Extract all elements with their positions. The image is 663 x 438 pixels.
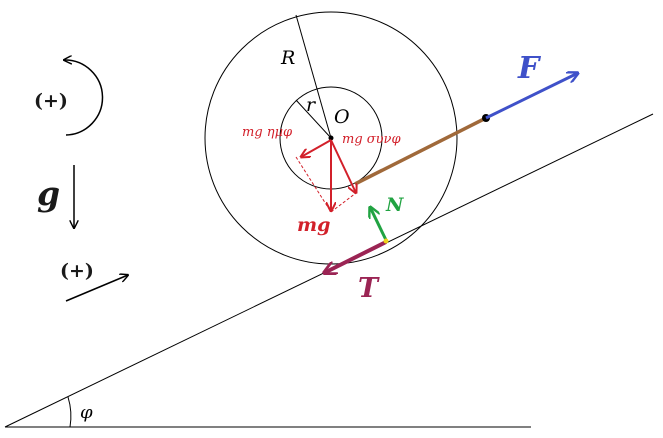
force-F-arrow [485,73,578,120]
label-phi: φ [80,402,93,423]
label-R: R [280,47,295,69]
angle-arc [67,396,72,428]
label-T: T [358,273,380,304]
radius-r-line [295,99,332,139]
center-point [328,135,334,141]
label-mg-cos: mg συνφ [342,132,401,147]
normal-N-arrow [370,207,388,241]
mg-sin-arrow [301,139,332,157]
mg-cos-arrow [330,139,356,193]
label-g: g [37,174,60,213]
rotation-sense-arrow [64,60,104,136]
rope [354,116,487,186]
label-mg: mg [297,214,330,236]
label-O: O [334,106,350,128]
mg-sin-dashed-guide [330,192,357,213]
translation-sense-arrow [65,275,128,302]
label-r: r [306,94,317,116]
friction-T-arrow [324,240,387,273]
label-plus-rotation: (+) [34,90,68,112]
label-plus-translation: (+) [60,260,94,282]
mg-dashed-guide [295,156,332,213]
label-N: N [385,194,404,216]
contact-point [383,238,389,244]
label-mg-sin: mg ημφ [242,125,293,140]
radius-R-line [295,14,332,139]
label-F: F [517,51,542,86]
